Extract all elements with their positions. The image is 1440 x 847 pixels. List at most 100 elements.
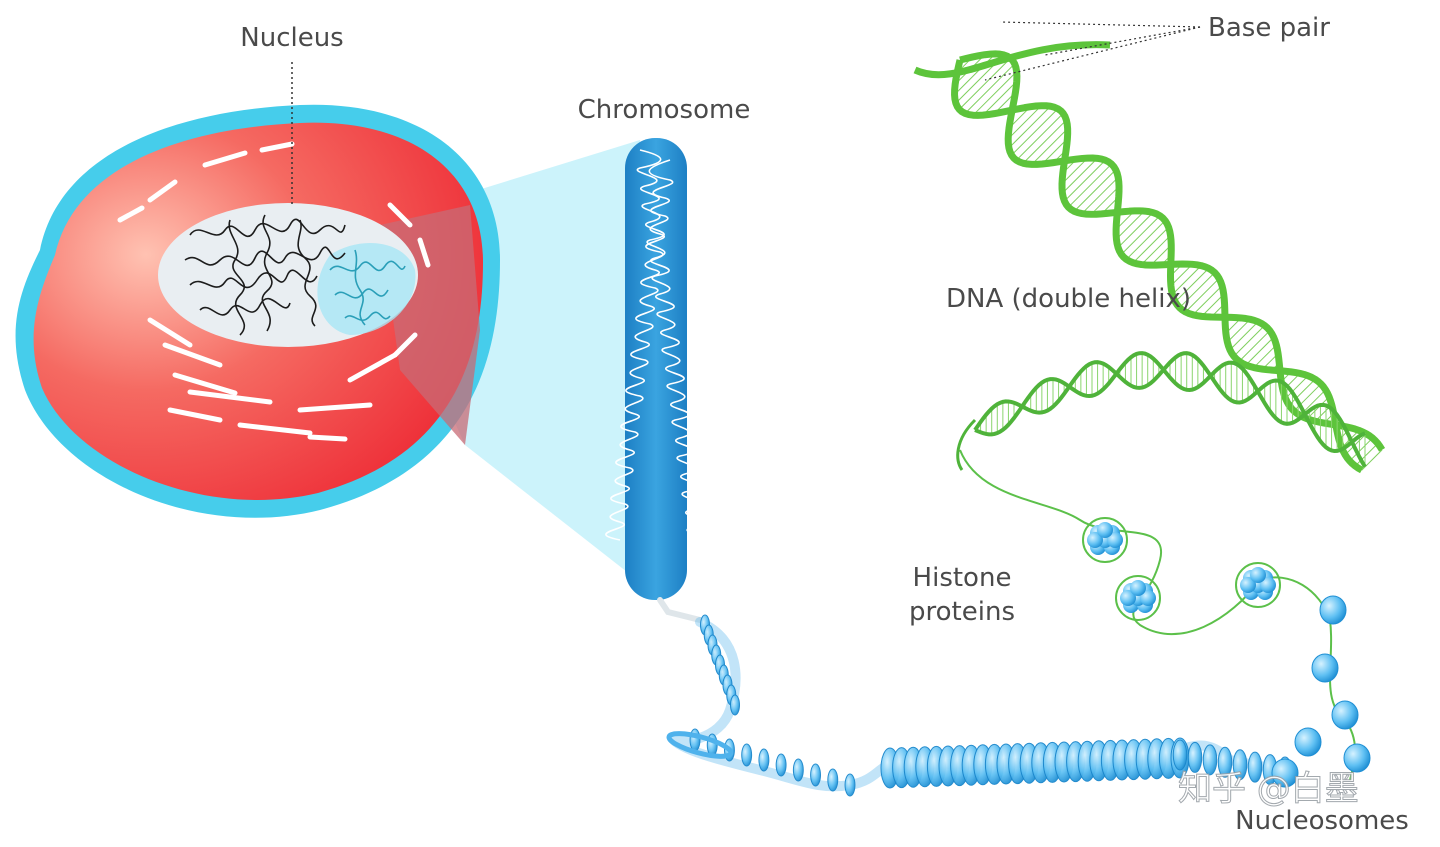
nucleosome-bead <box>1343 743 1371 773</box>
dna-helix-small <box>956 351 1367 471</box>
fiber-coil-turn <box>810 763 822 787</box>
base-pair-rung <box>1062 158 1098 194</box>
dna-backbone-a <box>959 50 1364 474</box>
base-pair-rung <box>1064 159 1106 202</box>
nucleosome-bead <box>1311 653 1339 683</box>
chromosome <box>605 138 713 623</box>
fiber-coil-turn <box>758 748 770 772</box>
label-base-pair: Base pair <box>1208 13 1330 43</box>
base-pair-rung <box>1120 215 1161 255</box>
base-pair-rung <box>1172 265 1202 295</box>
base-pair-rung <box>1008 105 1051 149</box>
nucleosome-bead <box>1331 700 1359 730</box>
base-pair-rung <box>1141 235 1171 265</box>
fiber-coil-turn <box>741 743 753 767</box>
dna-backbone-end <box>913 41 1111 79</box>
base-pair-rung <box>1179 272 1216 309</box>
fiber-coil-turn <box>792 758 804 782</box>
fiber-coils <box>666 614 1293 797</box>
base-pair-rung <box>982 80 1018 116</box>
base-pair-rung <box>1201 293 1225 317</box>
fiber-coil-turn <box>775 753 787 777</box>
histone-octamer <box>1115 575 1161 621</box>
base-pair-rung <box>1041 138 1068 165</box>
fiber-coil-turn <box>1247 751 1263 783</box>
nucleosome-string <box>959 449 1371 788</box>
base-pair-rung <box>1132 226 1169 264</box>
nucleosome-bead <box>1271 758 1299 788</box>
chromatin-tangle <box>184 214 346 336</box>
linker-dna <box>959 449 1356 781</box>
fiber-coil-turn <box>1217 746 1233 778</box>
nucleosome-beads <box>1082 517 1371 788</box>
base-pair-rung <box>1117 212 1154 248</box>
base-pair-rung <box>1185 278 1220 313</box>
nucleosome-bead <box>1294 727 1322 757</box>
dna-helix-large <box>913 41 1386 474</box>
chromosome-strand-exit <box>657 597 703 623</box>
base-pair-rung <box>1031 128 1068 165</box>
base-pair-rung <box>1174 268 1210 303</box>
fiber-coil-turn <box>827 768 839 792</box>
fiber-coil-turn <box>1232 749 1248 781</box>
base-pair-rung <box>1227 318 1251 343</box>
label-histone-line1: Histone <box>913 563 1012 593</box>
base-pair-rung <box>1306 396 1330 420</box>
base-pair-rung <box>1238 330 1271 362</box>
base-pair-rung <box>1015 113 1064 161</box>
base-pair-rung <box>1285 375 1309 399</box>
base-pair-rung <box>1068 163 1112 208</box>
fiber-coil-turn <box>1172 739 1188 771</box>
chromatin-highlighted <box>329 249 406 326</box>
base-pair-rung <box>1245 336 1275 366</box>
base-pair-rung <box>1073 169 1117 212</box>
base-pair-rung <box>1288 378 1316 406</box>
base-pair-leaders <box>984 21 1201 81</box>
base-pair-rung <box>1229 321 1259 351</box>
label-histone-line2: proteins <box>909 597 1015 627</box>
base-pair-rung <box>1022 119 1067 164</box>
chromatin-fiber <box>666 614 1293 797</box>
cell <box>15 104 501 518</box>
base-pair-rung <box>1061 157 1089 185</box>
base-pair-rung <box>1233 325 1265 357</box>
cell-streaks <box>117 141 431 442</box>
base-pair-rung <box>1126 220 1166 260</box>
watermark: 知乎 @白墨 <box>1178 769 1359 809</box>
fiber-coil-turn <box>689 728 701 752</box>
chromosome-coils <box>605 149 713 577</box>
fiber-loop <box>666 731 734 759</box>
base-pair-rung <box>964 63 1015 114</box>
fiber-coil-turn <box>730 694 740 716</box>
base-pair-rung <box>1081 176 1119 214</box>
dna-tail <box>956 418 977 471</box>
dna-small-backbone-b <box>973 351 1366 454</box>
base-pair-rung <box>972 71 1017 116</box>
label-nucleosomes: Nucleosomes <box>1235 806 1409 836</box>
fiber-coil-turn <box>844 773 856 797</box>
base-pair-rung <box>958 57 1011 110</box>
base-pair-rung <box>1170 263 1193 287</box>
base-pair-rung <box>1007 105 1042 140</box>
base-pair-rung <box>1116 210 1145 240</box>
base-pair-rung <box>1349 437 1373 462</box>
base-pair-rung <box>1192 285 1223 316</box>
dna-double-helix <box>913 41 1386 474</box>
base-pair-rung <box>1253 344 1277 368</box>
label-nucleus: Nucleus <box>240 23 343 53</box>
fiber-coil-turn <box>1202 744 1218 776</box>
chromosome-body <box>625 138 687 600</box>
base-pair-rung <box>1011 108 1059 156</box>
base-pair-rung <box>1090 186 1120 215</box>
dna-backbone-b <box>951 59 1386 452</box>
dna-small-backbone-a <box>974 351 1367 468</box>
nucleosome-bead <box>1319 595 1347 625</box>
label-dna: DNA (double helix) <box>946 284 1191 314</box>
histone-octamer <box>1082 517 1128 563</box>
label-chromosome: Chromosome <box>578 95 751 125</box>
fiber-coil-turn <box>1187 741 1203 773</box>
base-pair-rung <box>1354 443 1379 467</box>
histone-octamer <box>1235 562 1281 608</box>
base-pair-rung <box>1344 433 1367 456</box>
